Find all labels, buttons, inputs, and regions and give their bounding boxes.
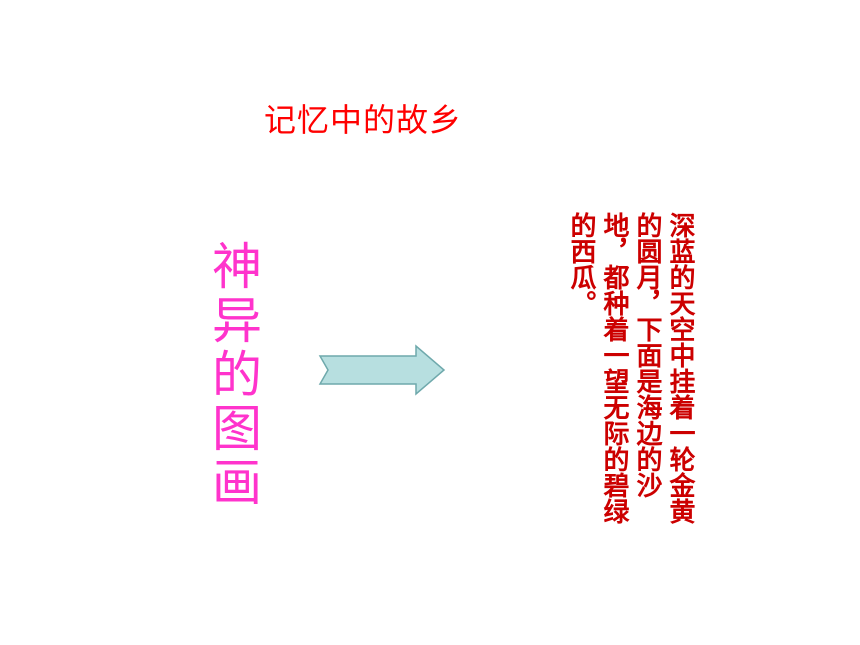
right-arrow-icon [318, 344, 446, 396]
vertical-heading: 神异的图画 [204, 240, 262, 510]
arrow-shape [318, 344, 446, 396]
poem-text: 深蓝的天空中挂着一轮金黄的圆月，下面是海边的沙地，都种着一望无际的碧绿的西瓜。 [566, 212, 695, 524]
slide-title: 记忆中的故乡 [264, 101, 463, 139]
